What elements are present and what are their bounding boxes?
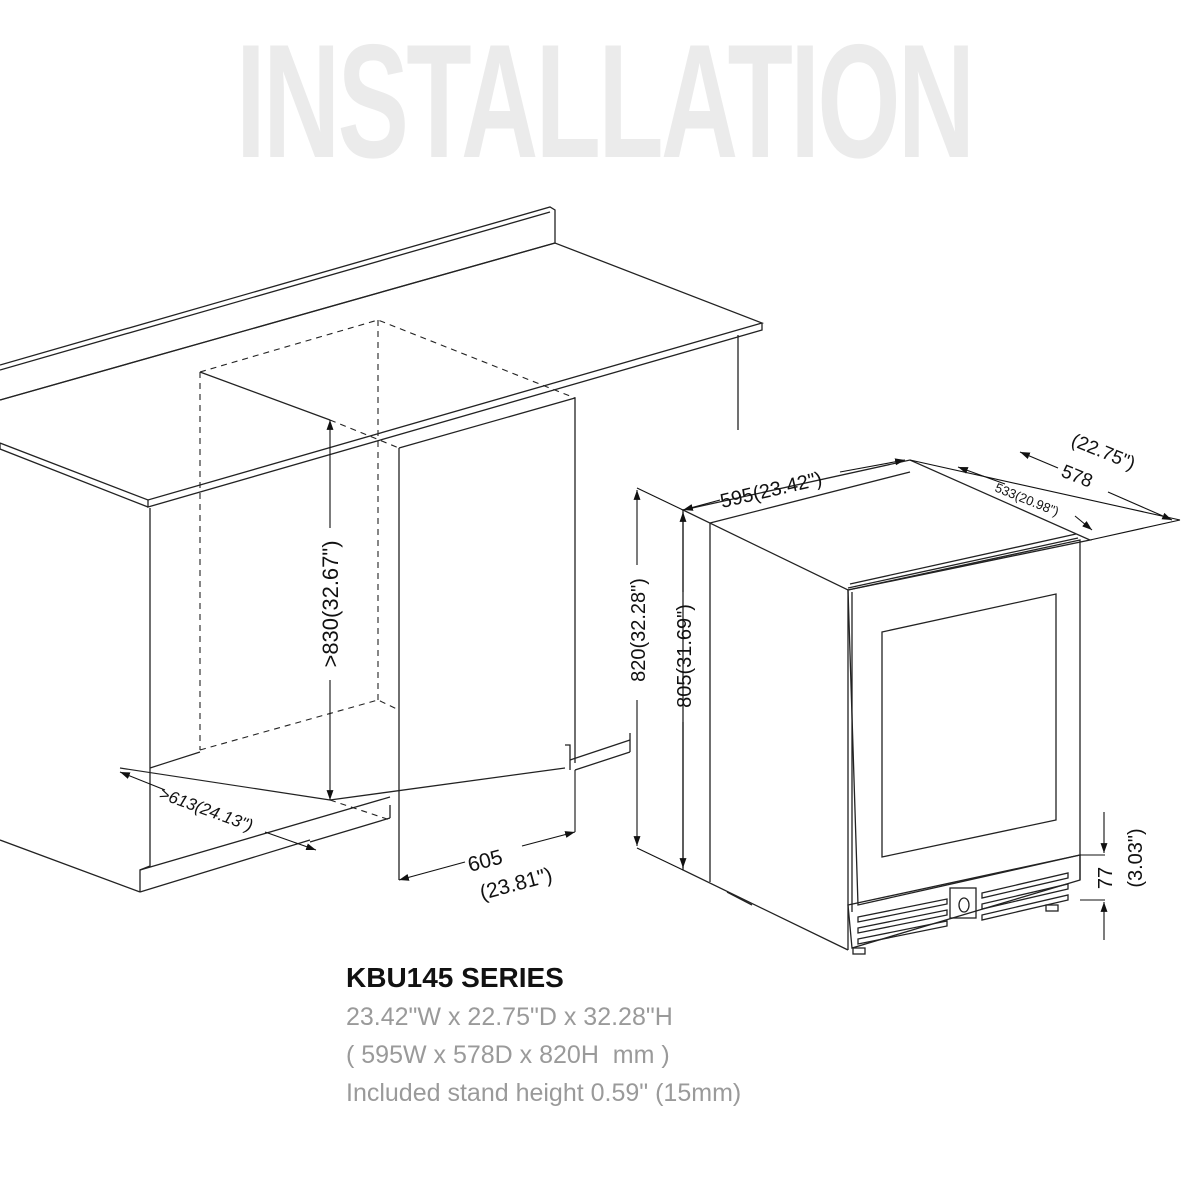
dim-appliance-height xyxy=(633,487,684,871)
dim-appliance-body-depth xyxy=(957,466,1093,531)
dim-appliance-depth xyxy=(909,451,1181,541)
label-appliance-depth: 578 xyxy=(1058,461,1095,492)
spec-dimensions-inches: 23.42"W x 22.75"D x 32.28"H xyxy=(346,1003,673,1031)
label-cabinet-width: 605 xyxy=(465,846,505,877)
countertop-cabinet xyxy=(0,206,765,893)
dim-kick-height xyxy=(1080,812,1108,940)
page-title: INSTALLATION xyxy=(236,11,975,192)
label-appliance-height: 820(32.28") xyxy=(628,578,650,682)
spec-dimensions-mm: ( 595W x 578D x 820H mm ) xyxy=(346,1041,670,1069)
label-cabinet-depth: >613(24.13") xyxy=(157,784,256,835)
wine-cooler xyxy=(681,459,1093,955)
series-title: KBU145 SERIES xyxy=(346,962,564,993)
dim-cabinet-width xyxy=(398,770,576,881)
label-appliance-body-height: 805(31.69") xyxy=(674,604,696,708)
label-kick-height: 77 xyxy=(1095,867,1117,889)
dim-cabinet-depth xyxy=(119,771,317,851)
spec-block: KBU145 SERIES 23.42"W x 22.75"D x 32.28"… xyxy=(346,958,741,1112)
niche-hidden-lines xyxy=(199,319,576,821)
label-cabinet-height: >830(32.67") xyxy=(318,540,343,667)
label-kick-height-in: (3.03") xyxy=(1125,828,1147,887)
spec-stand-height: Included stand height 0.59" (15mm) xyxy=(346,1079,742,1107)
dim-appliance-width xyxy=(682,458,906,511)
